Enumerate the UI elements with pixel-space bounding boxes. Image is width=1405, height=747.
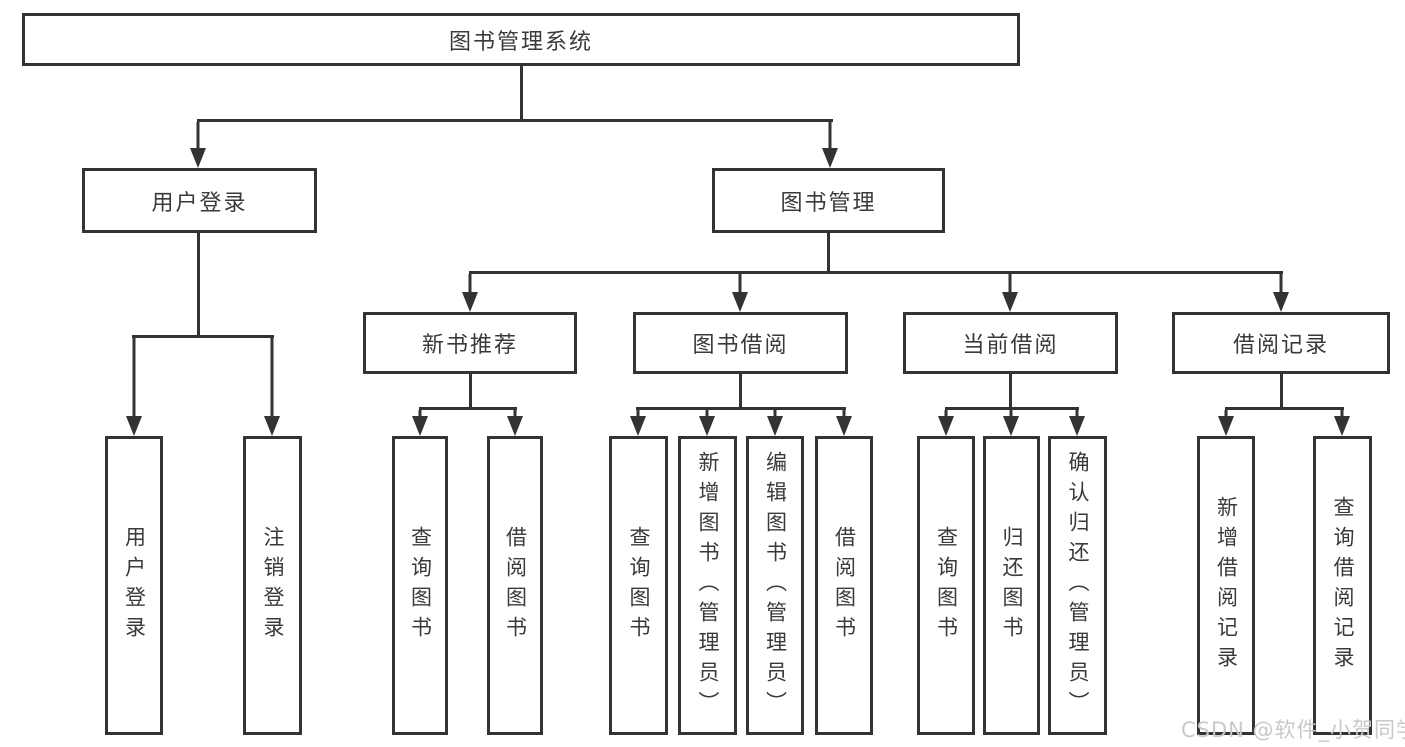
node-query-books-current: 查询图书 (917, 436, 975, 735)
connector-line (132, 335, 274, 338)
connector-line (469, 372, 472, 409)
node-query-books-current-label: 查询图书 (934, 525, 959, 646)
connector-line (419, 407, 517, 410)
arrow-down-icon (1218, 410, 1234, 436)
node-logout-label: 注销登录 (261, 525, 285, 646)
node-library-system-label: 图书管理系统 (448, 29, 593, 55)
node-current-borrowing: 当前借阅 (903, 312, 1118, 374)
node-logout: 注销登录 (243, 436, 302, 735)
connector-line (197, 119, 833, 122)
node-user-login-label: 用户登录 (151, 190, 248, 216)
node-edit-books-admin-label: 编辑图书（管理员） (763, 450, 788, 721)
connector-line (469, 271, 1283, 274)
connector-line (945, 407, 1079, 410)
arrow-down-icon (1002, 274, 1018, 312)
arrow-down-icon (1069, 410, 1085, 436)
node-return-books-label: 归还图书 (1000, 525, 1024, 646)
connector-line (520, 64, 523, 121)
node-user-login-leaf: 用户登录 (105, 436, 163, 735)
arrow-down-icon (412, 410, 428, 436)
connector-line (636, 407, 846, 410)
node-borrow-books-borrowing: 借阅图书 (815, 436, 873, 735)
arrow-down-icon (507, 410, 523, 436)
node-query-books-recommend-label: 查询图书 (408, 525, 433, 646)
arrow-down-icon (462, 274, 478, 312)
node-book-borrowing-label: 图书借阅 (692, 333, 789, 358)
node-add-books-admin: 新增图书（管理员） (678, 436, 737, 735)
arrow-down-icon (699, 410, 715, 436)
arrow-down-icon (938, 410, 954, 436)
node-library-system: 图书管理系统 (22, 13, 1020, 66)
node-current-borrowing-label: 当前借阅 (962, 333, 1059, 358)
connector-line (827, 231, 830, 273)
connector-line (1225, 407, 1344, 410)
node-query-borrow-record-label: 查询借阅记录 (1331, 495, 1355, 676)
node-borrow-books-recommend-label: 借阅图书 (503, 525, 528, 646)
arrow-down-icon (822, 122, 838, 168)
node-borrow-records-label: 借阅记录 (1232, 333, 1329, 358)
node-query-books-recommend: 查询图书 (392, 436, 448, 735)
node-book-borrowing: 图书借阅 (633, 312, 848, 374)
arrow-down-icon (1273, 274, 1289, 312)
node-new-book-recommend: 新书推荐 (363, 312, 577, 374)
node-user-login: 用户登录 (82, 168, 317, 233)
arrow-down-icon (264, 338, 280, 436)
node-new-book-recommend-label: 新书推荐 (421, 333, 518, 358)
arrow-down-icon (126, 338, 142, 436)
node-borrow-books-recommend: 借阅图书 (487, 436, 543, 735)
node-add-borrow-record-label: 新增借阅记录 (1214, 495, 1239, 676)
arrow-down-icon (836, 410, 852, 436)
node-query-borrow-record: 查询借阅记录 (1313, 436, 1372, 735)
node-book-management-label: 图书管理 (780, 190, 877, 216)
arrow-down-icon (767, 410, 783, 436)
arrow-down-icon (1003, 410, 1019, 436)
csdn-watermark: CSDN @软件_小贺同学 (1181, 718, 1405, 742)
arrow-down-icon (1334, 410, 1350, 436)
node-add-books-admin-label: 新增图书（管理员） (696, 450, 720, 721)
arrow-down-icon (732, 274, 748, 312)
node-confirm-return-admin: 确认归还（管理员） (1048, 436, 1107, 735)
arrow-down-icon (190, 122, 206, 168)
node-query-books-borrowing: 查询图书 (609, 436, 668, 735)
node-user-login-leaf-label: 用户登录 (122, 525, 147, 646)
arrow-down-icon (630, 410, 646, 436)
node-edit-books-admin: 编辑图书（管理员） (746, 436, 804, 735)
node-confirm-return-admin-label: 确认归还（管理员） (1066, 450, 1090, 721)
connector-line (739, 372, 742, 409)
node-borrow-books-borrowing-label: 借阅图书 (832, 525, 857, 646)
node-borrow-records: 借阅记录 (1172, 312, 1390, 374)
connector-line (197, 231, 200, 337)
connector-line (1009, 372, 1012, 409)
node-add-borrow-record: 新增借阅记录 (1197, 436, 1255, 735)
node-return-books: 归还图书 (983, 436, 1040, 735)
connector-line (1280, 372, 1283, 409)
node-book-management: 图书管理 (712, 168, 945, 233)
node-query-books-borrowing-label: 查询图书 (627, 525, 651, 646)
